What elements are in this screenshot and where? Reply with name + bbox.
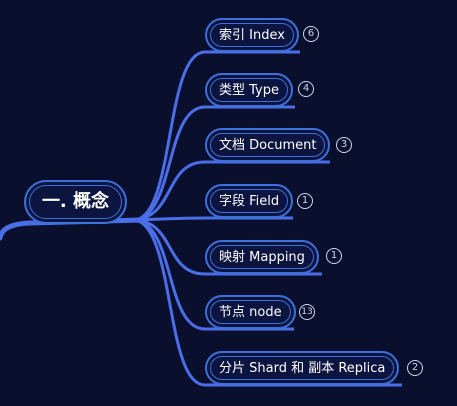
- branch-connector-mapping: [134, 218, 322, 276]
- node-label: 节点 node: [210, 300, 291, 324]
- node-label: 字段 Field: [210, 189, 289, 213]
- node-node[interactable]: 节点 node: [205, 295, 296, 329]
- root-node-label: 一. 概念: [29, 185, 122, 219]
- count-badge[interactable]: 3: [336, 137, 352, 153]
- branch-connector-type: [134, 105, 295, 222]
- node-label: 映射 Mapping: [210, 245, 314, 269]
- branch-connector-field: [134, 216, 293, 222]
- root-node[interactable]: 一. 概念: [24, 180, 127, 224]
- node-document[interactable]: 文档 Document: [205, 128, 331, 162]
- branch-connector-shard: [134, 218, 402, 387]
- node-label: 分片 Shard 和 副本 Replica: [210, 356, 395, 380]
- count-badge[interactable]: 4: [298, 81, 314, 97]
- node-mapping[interactable]: 映射 Mapping: [205, 240, 319, 274]
- root-connector: [0, 217, 143, 241]
- node-field[interactable]: 字段 Field: [205, 184, 294, 218]
- node-shard-replica[interactable]: 分片 Shard 和 副本 Replica: [205, 351, 400, 385]
- node-type[interactable]: 类型 Type: [205, 73, 293, 107]
- count-badge[interactable]: 13: [299, 304, 315, 320]
- count-badge[interactable]: 1: [326, 248, 342, 264]
- node-label: 类型 Type: [210, 78, 288, 102]
- count-badge[interactable]: 6: [303, 26, 319, 42]
- branch-connector-index: [134, 50, 300, 222]
- branch-connector-node: [134, 218, 294, 331]
- node-index[interactable]: 索引 Index: [205, 18, 299, 52]
- count-badge[interactable]: 1: [297, 193, 313, 209]
- branch-connector-document: [134, 160, 330, 222]
- node-label: 索引 Index: [210, 23, 294, 47]
- node-label: 文档 Document: [210, 133, 326, 157]
- count-badge[interactable]: 2: [407, 360, 423, 376]
